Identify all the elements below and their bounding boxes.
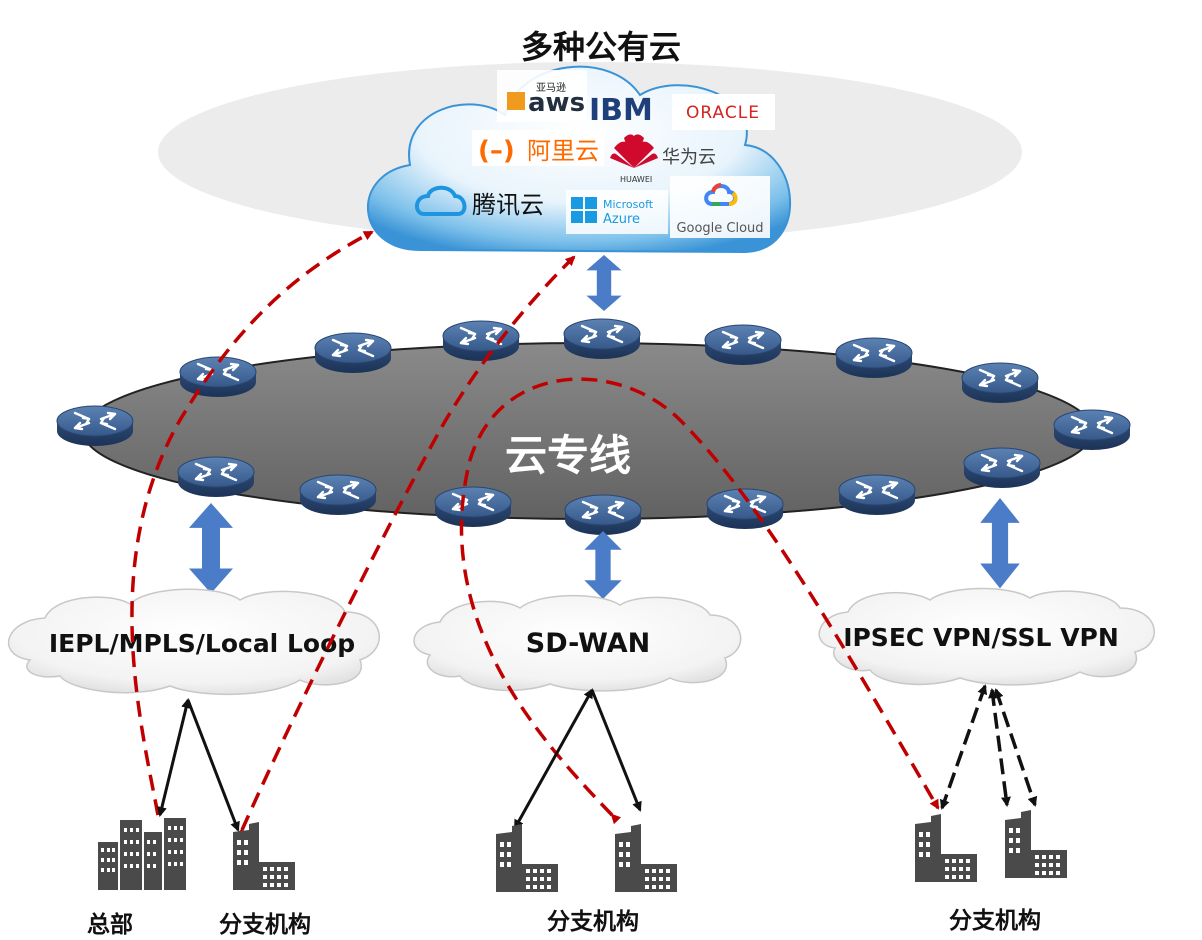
svg-text:Google Cloud: Google Cloud: [676, 221, 763, 236]
black-dashed-links: [939, 684, 1038, 810]
cloud-vpn: IPSEC VPN/SSL VPN: [818, 587, 1155, 686]
router-icon: [313, 331, 393, 375]
oracle-logo: ORACLE: [672, 94, 775, 130]
building-icon: [496, 824, 558, 892]
building-icon: [233, 822, 295, 890]
router-icon: [441, 319, 521, 363]
router-icon: [962, 446, 1042, 490]
svg-text:SD-WAN: SD-WAN: [526, 628, 650, 659]
router-icon: [433, 485, 513, 529]
aws-small-text: 亚马逊: [536, 82, 566, 94]
double-arrow-icon: [980, 498, 1020, 589]
double-arrow-icon: [586, 255, 622, 311]
alibaba-logo: (–) 阿里云: [472, 130, 604, 166]
branch-label: 分支机构: [547, 908, 639, 935]
ring-label: 云专线: [505, 431, 631, 480]
building-icon: [615, 824, 677, 892]
svg-text:IPSEC VPN/SSL VPN: IPSEC VPN/SSL VPN: [843, 623, 1119, 652]
svg-text:华为云: 华为云: [662, 147, 716, 168]
router-icon: [55, 404, 135, 448]
sdwan-to-vpn-path: [459, 377, 940, 825]
router-icon: [703, 323, 783, 367]
hq-label: 总部: [87, 911, 133, 938]
router-icon: [1052, 408, 1132, 452]
router-icon: [834, 336, 914, 380]
red-dashed-paths: [130, 230, 940, 840]
huawei-small-text: HUAWEI: [620, 175, 652, 184]
cloud-iepl: IEPL/MPLS/Local Loop: [8, 588, 380, 696]
double-arrow-icon: [189, 503, 233, 594]
branch1-to-cloud-path: [234, 255, 576, 840]
svg-text:IEPL/MPLS/Local Loop: IEPL/MPLS/Local Loop: [49, 629, 355, 658]
google-cloud-logo: Google Cloud: [670, 176, 770, 238]
router-icon: [298, 473, 378, 517]
hq-building-icon: [98, 818, 186, 890]
svg-text:腾讯云: 腾讯云: [472, 191, 544, 219]
building-icon: [915, 814, 977, 882]
router-icon: [176, 455, 256, 499]
building-icon: [1005, 810, 1067, 878]
router-icon: [178, 355, 258, 399]
router-icon: [960, 361, 1040, 405]
router-icon: [562, 317, 642, 361]
branch-label: 分支机构: [949, 907, 1041, 934]
svg-text:Azure: Azure: [603, 212, 640, 227]
router-icon: [563, 493, 643, 537]
tencent-logo: 腾讯云: [415, 185, 544, 219]
svg-text:阿里云: 阿里云: [527, 137, 599, 165]
diagram-title: 多种公有云: [521, 28, 681, 66]
router-icon: [837, 473, 917, 517]
branch-label: 分支机构: [219, 911, 311, 938]
aws-logo: 亚马逊 aws: [497, 70, 587, 122]
black-links: [157, 688, 642, 832]
azure-logo: Microsoft Azure: [566, 190, 668, 234]
svg-text:Microsoft: Microsoft: [603, 198, 654, 211]
ibm-logo: IBM: [589, 93, 653, 128]
svg-text:(–): (–): [478, 136, 515, 166]
double-arrow-icon: [584, 531, 622, 599]
svg-text:IBM: IBM: [589, 93, 653, 128]
aws-text: aws: [528, 88, 585, 118]
huawei-logo: HUAWEI 华为云: [610, 134, 716, 184]
svg-text:ORACLE: ORACLE: [686, 103, 760, 123]
cloud-sdwan: SD-WAN: [413, 594, 742, 692]
hq-to-cloud-path: [130, 230, 374, 816]
